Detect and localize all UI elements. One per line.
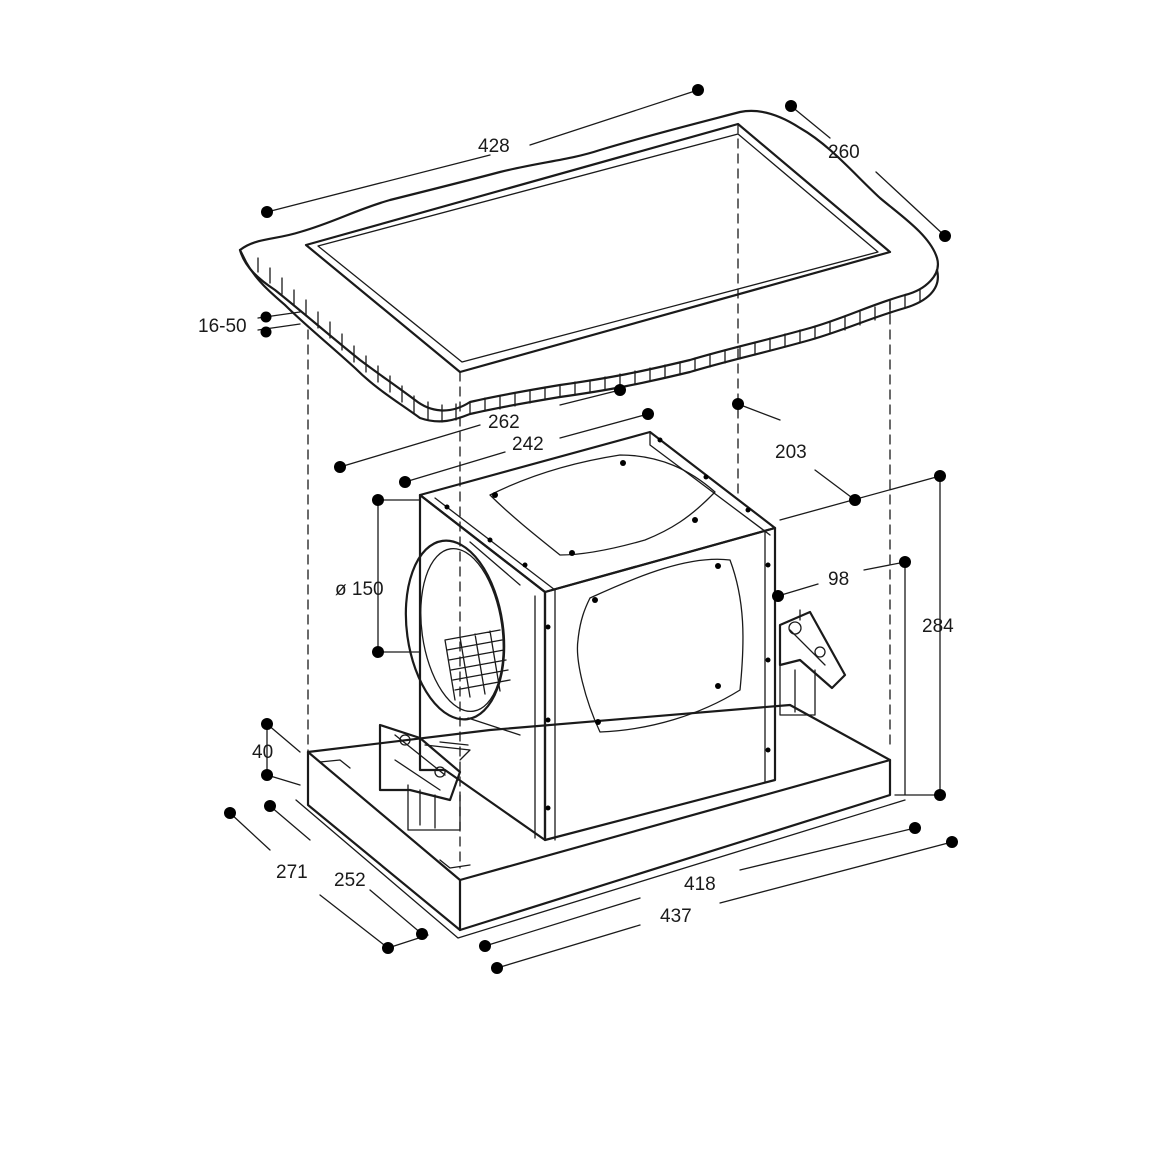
- base-plate: [295, 703, 906, 939]
- ceiling-cutout-frame: [238, 109, 939, 423]
- dim-duct-diameter: ø 150: [335, 579, 384, 600]
- dim-offset-98: 98: [828, 569, 849, 590]
- dim-fan-262: 262: [488, 412, 520, 433]
- mounting-bracket-right: [778, 609, 847, 716]
- duct-grille: [444, 629, 511, 701]
- dimension-endpoints: [224, 84, 958, 974]
- dim-width-437: 437: [660, 906, 692, 927]
- dimension-lines: [229, 89, 953, 969]
- mounting-bracket-left: [378, 723, 471, 831]
- fan-housing: [404, 430, 777, 842]
- dim-fan-242: 242: [512, 434, 544, 455]
- dim-ceiling-thickness: 16-50: [198, 316, 247, 337]
- dim-height-284: 284: [922, 616, 954, 637]
- dim-fan-203: 203: [775, 442, 807, 463]
- dim-depth-252: 252: [334, 870, 366, 891]
- dim-top-width: 428: [478, 136, 510, 157]
- dim-width-418: 418: [684, 874, 716, 895]
- projection-lines: [307, 123, 891, 869]
- frame-edge-hatching: [257, 257, 921, 423]
- dim-base-height: 40: [252, 742, 273, 763]
- housing-screws: [444, 437, 771, 811]
- dim-depth-271: 271: [276, 862, 308, 883]
- dim-top-depth: 260: [828, 142, 860, 163]
